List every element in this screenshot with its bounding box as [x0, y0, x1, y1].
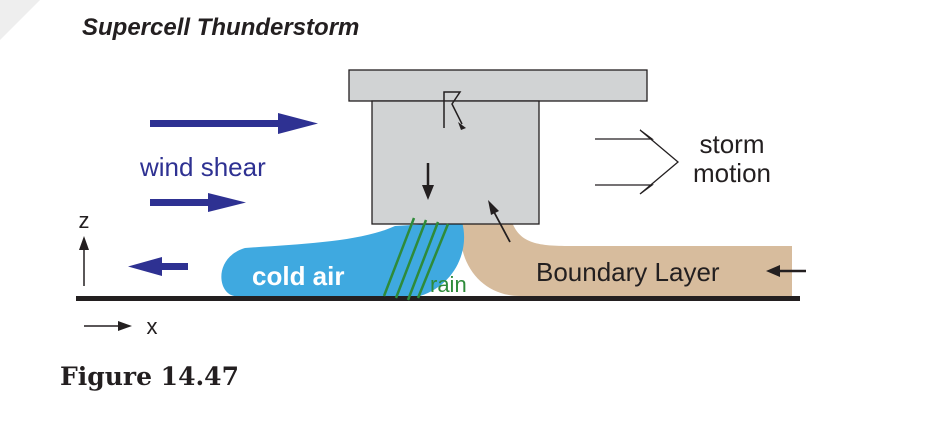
axis-z-label: z: [79, 208, 90, 233]
wind-shear-arrow-upper: [150, 113, 318, 134]
storm-motion-label-line2: motion: [693, 158, 771, 188]
storm-motion-arrow: [595, 129, 680, 195]
wind-shear-arrow-middle: [150, 193, 246, 212]
boundary-inflow-arrow: [766, 265, 806, 277]
boundary-layer-label: Boundary Layer: [536, 257, 720, 287]
storm-anvil: [348, 69, 648, 102]
rain-streaks: [382, 217, 450, 301]
axis-x-label: x: [147, 314, 158, 339]
storm-motion-label-line1: storm: [700, 129, 765, 159]
figure-title: Supercell Thunderstorm: [82, 14, 360, 41]
figure-caption: Figure 14.47: [60, 362, 239, 391]
downdraft-arrow: [422, 163, 434, 200]
boundary-layer-region: [462, 222, 792, 296]
axis-x-arrow: [84, 321, 132, 331]
wind-shear-arrow-low-left: [128, 257, 188, 276]
ground-line: [76, 296, 800, 301]
updraft-inflow-arrow: [488, 200, 511, 243]
rain-label: rain: [430, 272, 467, 297]
axis-z-arrow: [79, 236, 89, 286]
wind-shear-label: wind shear: [139, 152, 266, 182]
cold-air-label: cold air: [252, 261, 344, 291]
rotation-icon: [443, 91, 466, 130]
storm-updraft-box: [371, 100, 540, 225]
corner-mark: [0, 0, 40, 40]
